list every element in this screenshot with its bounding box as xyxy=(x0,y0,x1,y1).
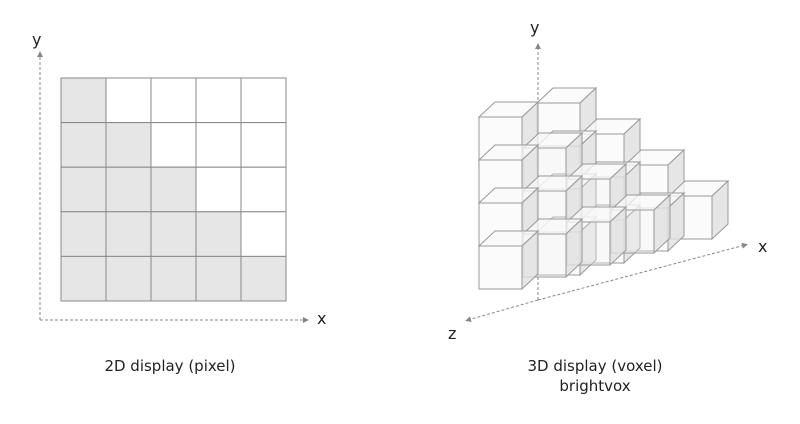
pixel-cell-empty xyxy=(240,166,287,213)
voxel-z-axis-label: z xyxy=(448,324,456,343)
pixel-cell-filled xyxy=(105,122,152,168)
pixel-cell-filled xyxy=(60,77,107,124)
voxel-caption-title: 3D display (voxel) xyxy=(527,357,663,375)
pixel-cell-filled xyxy=(105,255,152,302)
pixel-cell-empty xyxy=(240,122,287,168)
pixel-cell-filled xyxy=(60,122,107,168)
voxel-front xyxy=(565,205,628,267)
voxel-front xyxy=(477,229,540,291)
pixel-cell-filled xyxy=(60,166,107,213)
pixel-cell-empty xyxy=(240,77,287,124)
pixel-x-axis-label: x xyxy=(317,309,326,328)
pixel-cell-filled xyxy=(195,211,242,257)
voxel-z-axis xyxy=(465,299,539,323)
pixel-cell-filled xyxy=(105,211,152,257)
voxel-stack xyxy=(477,86,730,291)
pixel-cell-empty xyxy=(150,77,197,124)
voxel-x-axis-label: x xyxy=(758,237,767,256)
voxel-panel: y x z xyxy=(448,18,767,343)
pixel-cell-filled xyxy=(60,211,107,257)
pixel-cell-empty xyxy=(150,122,197,168)
pixel-caption: 2D display (pixel) xyxy=(104,357,236,375)
voxel-caption-brand: brightvox xyxy=(559,377,631,395)
pixel-cell-empty xyxy=(195,166,242,213)
pixel-cell-empty xyxy=(240,211,287,257)
voxel-caption: 3D display (voxel) brightvox xyxy=(470,356,720,396)
voxel-x-axis xyxy=(537,242,748,301)
pixel-cell-empty xyxy=(195,77,242,124)
pixel-cell-empty xyxy=(105,77,152,124)
pixel-cell-filled xyxy=(240,255,287,302)
pixel-cell-filled xyxy=(150,255,197,302)
pixel-panel: y x xyxy=(32,30,326,328)
pixel-cell-filled xyxy=(150,211,197,257)
pixel-cell-filled xyxy=(105,166,152,213)
pixel-grid xyxy=(60,77,287,302)
pixel-cell-filled xyxy=(150,166,197,213)
pixel-cell-empty xyxy=(195,122,242,168)
voxel-y-axis-label: y xyxy=(530,18,539,37)
pixel-cell-filled xyxy=(60,255,107,302)
pixel-cell-filled xyxy=(195,255,242,302)
pixel-y-axis-label: y xyxy=(32,30,41,49)
